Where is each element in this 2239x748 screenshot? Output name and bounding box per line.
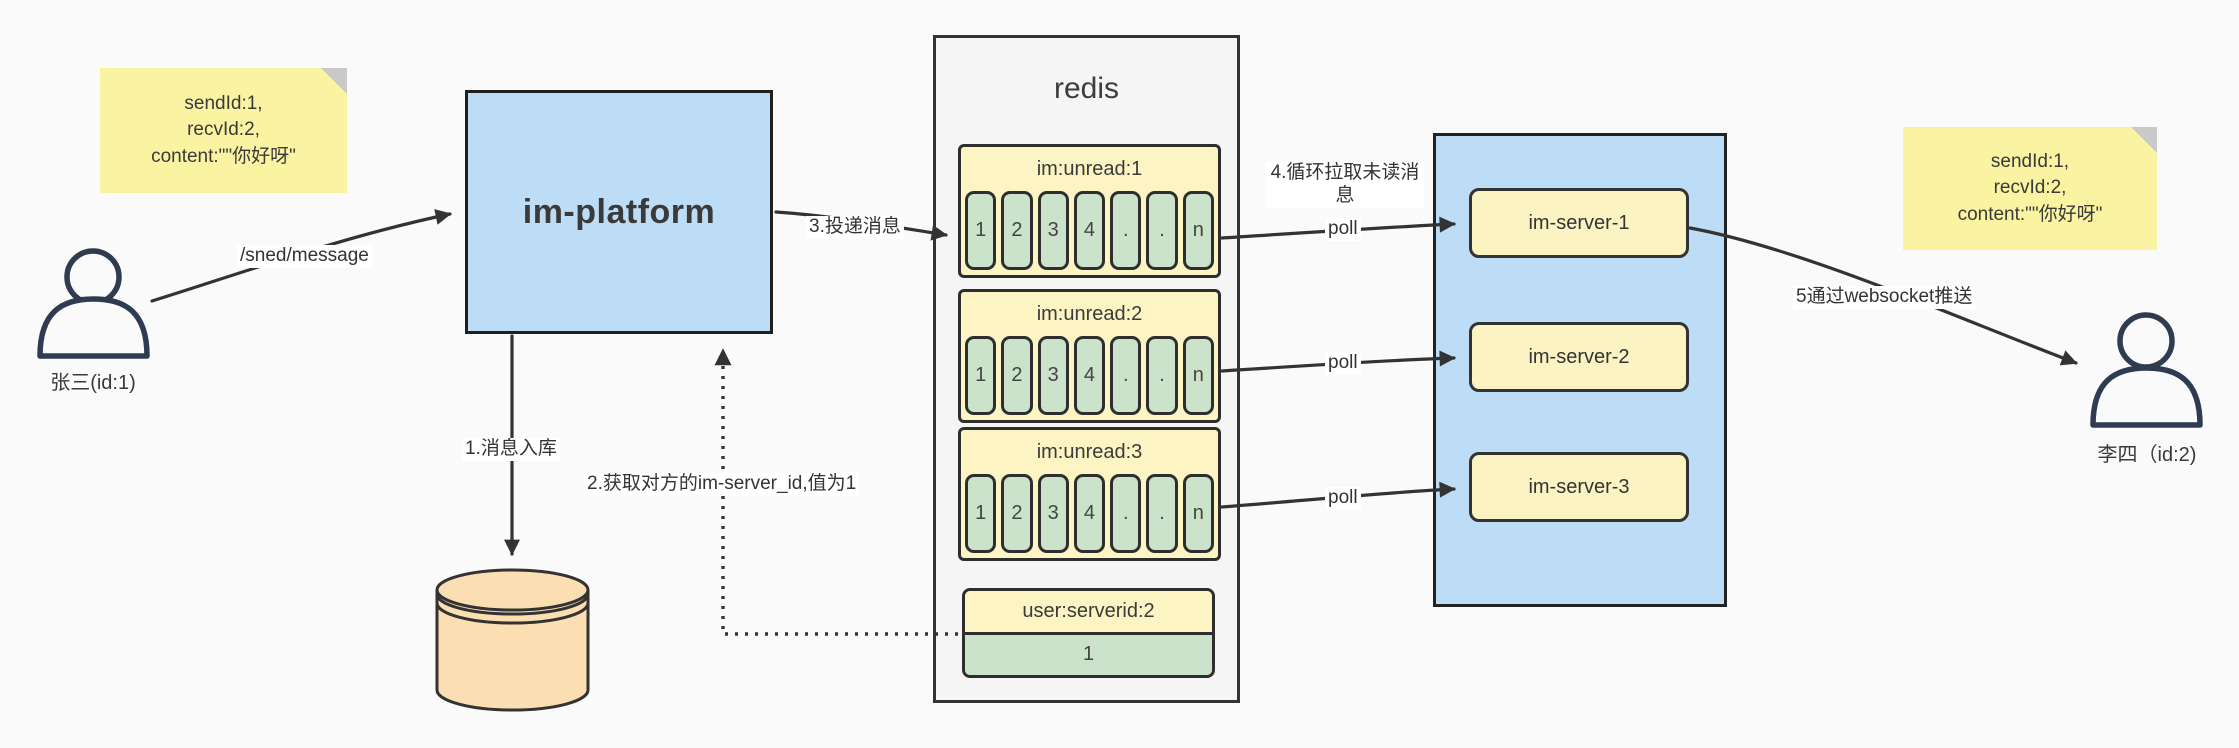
redis-title: redis <box>1053 72 1120 105</box>
queue-cell: n <box>1182 191 1214 270</box>
im-platform-node: im-platform <box>465 90 773 334</box>
sticky-left-line2: recvId:2, <box>187 119 260 141</box>
im-server-2-node: im-server-2 <box>1469 322 1689 392</box>
label-poll-3: poll <box>1325 487 1361 510</box>
user-icon-left <box>37 248 150 359</box>
user-icon-right <box>2090 312 2203 428</box>
queue-cell: . <box>1110 336 1142 415</box>
queue-cell: . <box>1110 474 1142 553</box>
queue-cell: . <box>1146 474 1178 553</box>
label-step3: 3.投递消息 <box>806 216 904 239</box>
queue-cell: 3 <box>1037 336 1069 415</box>
user-left-label: 张三(id:1) <box>50 372 136 394</box>
sticky-right-line1: sendId:1, <box>1990 150 2070 172</box>
queue-im-unread-3: im:unread:3 1 2 3 4 . . n <box>958 427 1221 561</box>
mysql-cylinder-icon <box>435 568 590 712</box>
sticky-right-line2: recvId:2, <box>1993 177 2067 199</box>
queue-cell: 1 <box>965 191 997 270</box>
label-step4: 4.循环拉取未读消息 <box>1266 162 1424 208</box>
label-step2: 2.获取对方的im-server_id,值为1 <box>584 473 860 496</box>
queue-cell: . <box>1110 191 1142 270</box>
label-step1: 1.消息入库 <box>462 438 560 461</box>
queue-cell: 4 <box>1073 474 1106 553</box>
queue-2-header: im:unread:2 <box>1036 302 1143 325</box>
queue-1-cells: 1 2 3 4 . . n <box>961 191 1218 275</box>
label-send-message: /sned/message <box>237 245 372 268</box>
kv-header: user:serverid:2 <box>965 591 1212 635</box>
sticky-left-line1: sendId:1, <box>184 92 263 114</box>
queue-im-unread-1: im:unread:1 1 2 3 4 . . n <box>958 144 1221 278</box>
im-server-1-label: im-server-1 <box>1528 211 1630 234</box>
label-poll-1: poll <box>1325 218 1361 241</box>
queue-3-header: im:unread:3 <box>1036 440 1143 463</box>
queue-cell: . <box>1146 336 1178 415</box>
queue-cell: n <box>1182 336 1214 415</box>
im-server-3-label: im-server-3 <box>1528 475 1630 498</box>
label-step5: 5通过websocket推送 <box>1793 286 1976 309</box>
queue-cell: 3 <box>1037 191 1069 270</box>
label-poll-2: poll <box>1325 352 1361 375</box>
queue-3-cells: 1 2 3 4 . . n <box>961 474 1218 558</box>
im-server-3-node: im-server-3 <box>1469 452 1689 522</box>
im-server-1-node: im-server-1 <box>1469 188 1689 258</box>
queue-cell: 4 <box>1073 191 1106 270</box>
sticky-note-right: sendId:1, recvId:2, content:""你好呀" <box>1903 127 2157 250</box>
queue-cell: 3 <box>1037 474 1069 553</box>
im-server-2-label: im-server-2 <box>1528 345 1630 368</box>
sticky-right-line3: content:""你好呀" <box>1957 203 2103 225</box>
sticky-left-line3: content:""你好呀" <box>151 145 296 167</box>
kv-value: 1 <box>965 634 1212 675</box>
queue-cell: 4 <box>1073 336 1106 415</box>
im-platform-label: im-platform <box>522 192 716 231</box>
user-right-label: 李四（id:2) <box>2097 444 2197 466</box>
queue-cell: n <box>1182 474 1214 553</box>
sticky-note-left: sendId:1, recvId:2, content:""你好呀" <box>100 68 347 193</box>
queue-cell: 2 <box>1001 336 1033 415</box>
edge-websocket-push <box>1688 226 2078 366</box>
queue-cell: 2 <box>1001 474 1033 553</box>
queue-2-cells: 1 2 3 4 . . n <box>961 336 1218 420</box>
kv-user-serverid: user:serverid:2 1 <box>962 588 1215 678</box>
queue-cell: 1 <box>965 336 997 415</box>
queue-cell: 1 <box>965 474 997 553</box>
queue-1-header: im:unread:1 <box>1036 157 1143 180</box>
queue-cell: 2 <box>1001 191 1033 270</box>
queue-im-unread-2: im:unread:2 1 2 3 4 . . n <box>958 289 1221 423</box>
queue-cell: . <box>1146 191 1178 270</box>
